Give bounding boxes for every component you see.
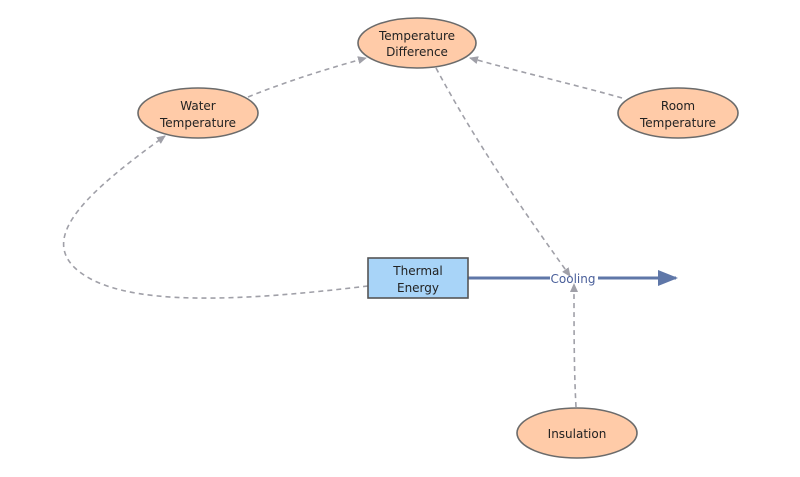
node-insulation[interactable]: Insulation <box>516 407 638 459</box>
node-label: Temperature <box>159 116 236 130</box>
node-temperature-difference[interactable]: Temperature Difference <box>357 17 477 69</box>
stock-thermal-energy[interactable]: Thermal Energy <box>367 257 469 299</box>
node-label: Temperature <box>378 29 455 43</box>
node-label: Difference <box>386 45 448 59</box>
link-room-to-difference[interactable] <box>469 56 623 99</box>
node-water-temperature[interactable]: Water Temperature <box>137 87 259 139</box>
link-energy-to-water[interactable] <box>62 135 369 299</box>
node-label: Temperature <box>639 116 716 130</box>
link-water-to-difference[interactable] <box>247 56 367 98</box>
node-label: Water <box>180 99 216 113</box>
node-room-temperature[interactable]: Room Temperature <box>617 87 739 139</box>
node-label: Room <box>661 99 695 113</box>
stock-label: Thermal <box>392 264 442 278</box>
link-difference-to-cooling[interactable] <box>435 67 571 277</box>
stock-label: Energy <box>397 281 439 295</box>
flow-label-cooling[interactable]: Cooling <box>551 272 596 286</box>
link-insulation-to-cooling[interactable] <box>570 283 579 408</box>
node-label: Insulation <box>548 427 607 441</box>
